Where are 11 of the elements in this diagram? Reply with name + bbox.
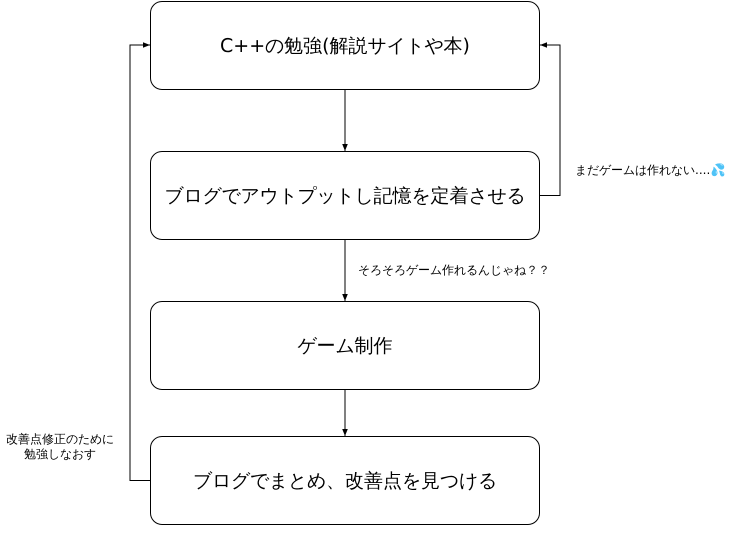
process-box: C++の勉強(解説サイトや本) — [150, 1, 540, 90]
arrow — [342, 90, 348, 152]
edge-label: まだゲームは作れない....💦 — [575, 163, 726, 178]
process-box: ブログでアウトプットし記憶を定着させる — [150, 151, 540, 240]
arrow — [540, 42, 560, 196]
process-box: ゲーム制作 — [150, 301, 540, 390]
arrow — [342, 390, 348, 436]
edge-label: そろそろゲーム作れるんじゃね？？ — [358, 263, 550, 278]
arrow — [342, 240, 348, 302]
process-box: ブログでまとめ、改善点を見つける — [150, 436, 540, 525]
arrow — [130, 42, 150, 481]
